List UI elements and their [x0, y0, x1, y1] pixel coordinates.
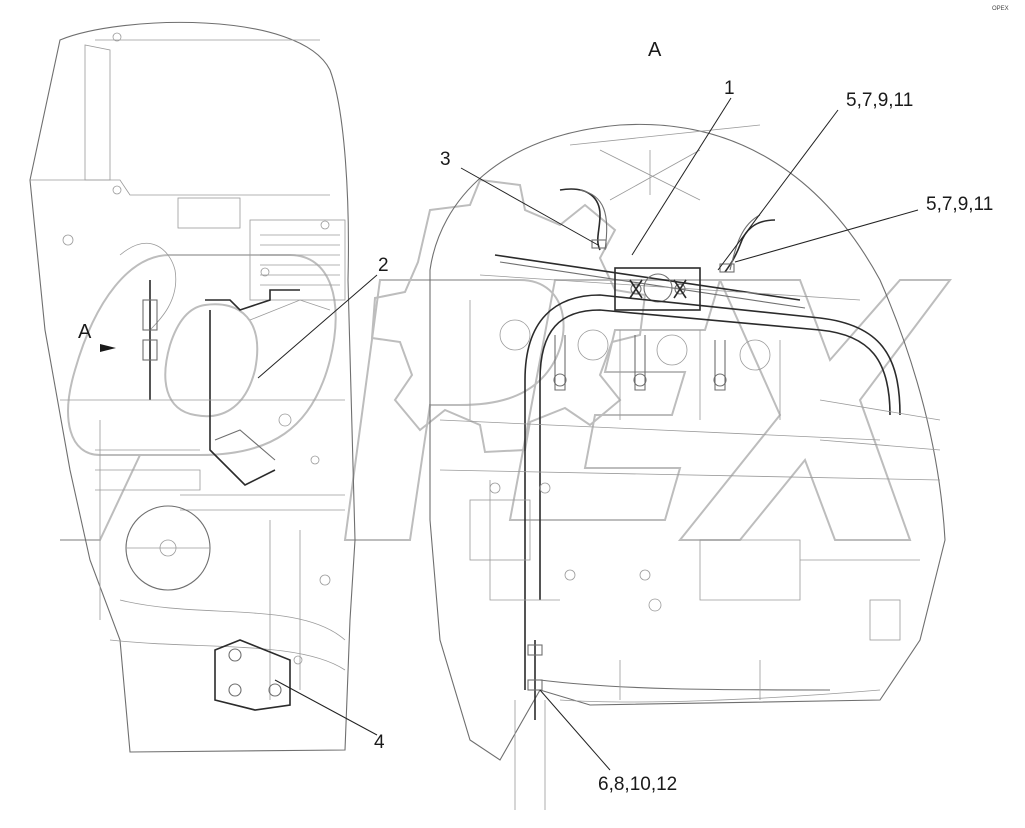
callout-1: 1	[724, 78, 735, 99]
view-title: A	[648, 39, 662, 61]
right-view	[429, 123, 946, 810]
callout-3: 3	[440, 149, 451, 170]
callout-6-8-10-12: 6,8,10,12	[598, 774, 677, 795]
view-arrow-icon	[100, 344, 116, 352]
callout-5-7-9-11-upper: 5,7,9,11	[846, 90, 913, 111]
callout-5-7-9-11-right: 5,7,9,11	[926, 194, 993, 215]
corner-mark: ОРЕХ	[992, 6, 1009, 12]
watermark	[60, 178, 952, 541]
left-view	[29, 21, 356, 753]
leader-lines	[257, 97, 919, 771]
view-mark-left: A	[78, 321, 92, 343]
callout-4: 4	[374, 732, 385, 753]
callout-2: 2	[378, 255, 389, 276]
